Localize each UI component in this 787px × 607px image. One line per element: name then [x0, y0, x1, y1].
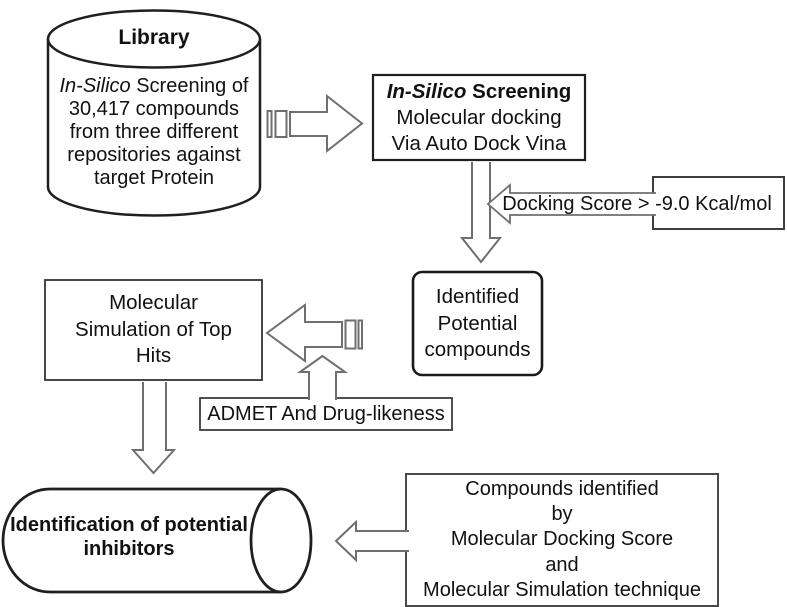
- library-description: In-Silico Screening of 30,417 compounds …: [40, 75, 268, 190]
- text-line: from three different: [69, 121, 239, 143]
- text-line: 30,417 compounds: [68, 98, 240, 120]
- compounds-box-text: Compounds identified by Molecular Dockin…: [406, 477, 718, 603]
- up-arrow-icon: [296, 354, 349, 400]
- striped-left-arrow-icon: [265, 303, 363, 363]
- down-arrow-icon: [459, 162, 503, 264]
- text-line: In-Silico Screening of: [59, 75, 249, 97]
- text-line: Molecular docking: [396, 106, 562, 129]
- screening-box-shape: [371, 73, 587, 162]
- striped-left-arrow-wide-bar: [344, 319, 357, 350]
- simulation-box-shape: [44, 279, 263, 381]
- text-line: Molecular Docking Score: [450, 528, 674, 551]
- docking-score-label: Docking Score > -9.0 Kcal/mol: [502, 193, 772, 215]
- text-line: repositories against: [67, 144, 241, 166]
- simulation-box-text: Molecular Simulation of Top Hits: [45, 290, 262, 370]
- text-line: inhibitors: [83, 537, 175, 560]
- compounds-box-shape: [405, 473, 719, 607]
- text-line: Potential: [437, 311, 518, 335]
- admet-label: ADMET And Drug-likeness: [207, 403, 445, 425]
- text-line: Simulation of Top: [75, 317, 232, 341]
- text-line: Molecular: [109, 291, 198, 314]
- text-line: Via Auto Dock Vina: [391, 132, 567, 155]
- text-line: Identified: [435, 285, 520, 308]
- striped-left-arrow-thin-bar: [357, 319, 363, 350]
- identified-box-shape: [411, 270, 544, 377]
- text-line: compounds: [424, 338, 531, 361]
- text-line: In-Silico Screening: [386, 80, 572, 103]
- striped-right-arrow-icon: [266, 93, 364, 154]
- admet-box-shape: [199, 397, 453, 431]
- left-arrow-icon: [334, 519, 409, 563]
- docking-score-box-shape: [652, 176, 785, 230]
- text-line: Hits: [135, 344, 172, 367]
- text-line: Compounds identified: [465, 478, 659, 500]
- screening-box-text: In-Silico Screening Molecular docking Vi…: [373, 79, 585, 157]
- docking-left-arrow-icon: [486, 183, 656, 225]
- text-line: Identification of potential: [10, 514, 248, 536]
- down-arrow-icon: [130, 382, 177, 475]
- identified-compounds-text: Identified Potential compounds: [413, 284, 542, 364]
- text-line: and: [545, 553, 579, 576]
- text-line: target Protein: [93, 167, 215, 189]
- text-line: by: [551, 503, 573, 526]
- inhibitors-cylinder-shape: [1, 487, 313, 594]
- striped-right-arrow-wide-bar: [274, 110, 288, 138]
- striped-right-arrow-thin-bar: [266, 110, 273, 138]
- inhibitors-title: Identification of potential inhibitors: [4, 514, 254, 561]
- library-cylinder-shape: [46, 9, 262, 217]
- text-line: Molecular Simulation technique: [423, 578, 701, 601]
- library-title: Library: [118, 26, 190, 49]
